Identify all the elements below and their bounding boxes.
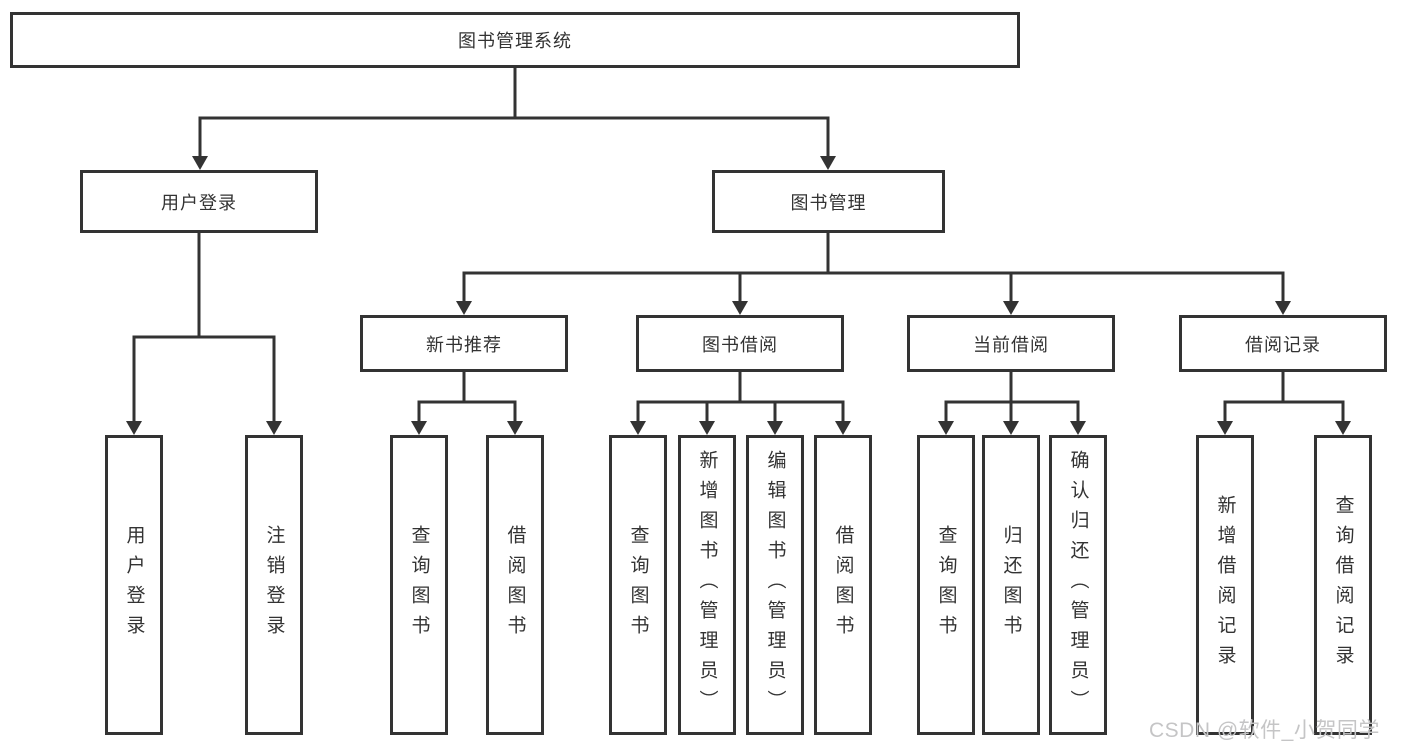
arrowhead — [1003, 421, 1019, 435]
node-book-management: 图书管理 — [712, 170, 945, 233]
arrowhead — [835, 421, 851, 435]
node-user-login-group: 用户登录 — [80, 170, 318, 233]
node-cb-query-books: 查询图书 — [917, 435, 975, 735]
node-nbr-query-books: 查询图书 — [390, 435, 448, 735]
arrowhead — [1335, 421, 1351, 435]
arrowhead — [820, 156, 836, 170]
arrowhead — [1275, 301, 1291, 315]
node-cb-return-books: 归还图书 — [982, 435, 1040, 735]
arrowhead — [456, 301, 472, 315]
node-root: 图书管理系统 — [10, 12, 1020, 68]
arrowhead — [126, 421, 142, 435]
arrowhead — [192, 156, 208, 170]
arrowhead — [507, 421, 523, 435]
arrowhead — [938, 421, 954, 435]
arrowhead — [411, 421, 427, 435]
arrowhead — [1217, 421, 1233, 435]
watermark: CSDN @软件_小贺同学 — [1149, 719, 1380, 742]
arrowhead — [630, 421, 646, 435]
node-bb-borrow-books: 借阅图书 — [814, 435, 872, 735]
node-bb-edit-books-admin: 编辑图书（管理员） — [746, 435, 804, 735]
arrowhead — [266, 421, 282, 435]
node-new-book-recommend: 新书推荐 — [360, 315, 568, 372]
node-br-add-record: 新增借阅记录 — [1196, 435, 1254, 735]
arrowhead — [767, 421, 783, 435]
arrowhead — [1070, 421, 1086, 435]
node-logout: 注销登录 — [245, 435, 303, 735]
node-cb-confirm-return-admin: 确认归还（管理员） — [1049, 435, 1107, 735]
arrowhead — [1003, 301, 1019, 315]
node-bb-query-books: 查询图书 — [609, 435, 667, 735]
node-borrowing-records: 借阅记录 — [1179, 315, 1387, 372]
node-user-login: 用户登录 — [105, 435, 163, 735]
node-current-borrowing: 当前借阅 — [907, 315, 1115, 372]
node-nbr-borrow-books: 借阅图书 — [486, 435, 544, 735]
arrowhead — [732, 301, 748, 315]
node-bb-add-books-admin: 新增图书（管理员） — [678, 435, 736, 735]
node-br-query-record: 查询借阅记录 — [1314, 435, 1372, 735]
arrowhead — [699, 421, 715, 435]
node-book-borrowing: 图书借阅 — [636, 315, 844, 372]
